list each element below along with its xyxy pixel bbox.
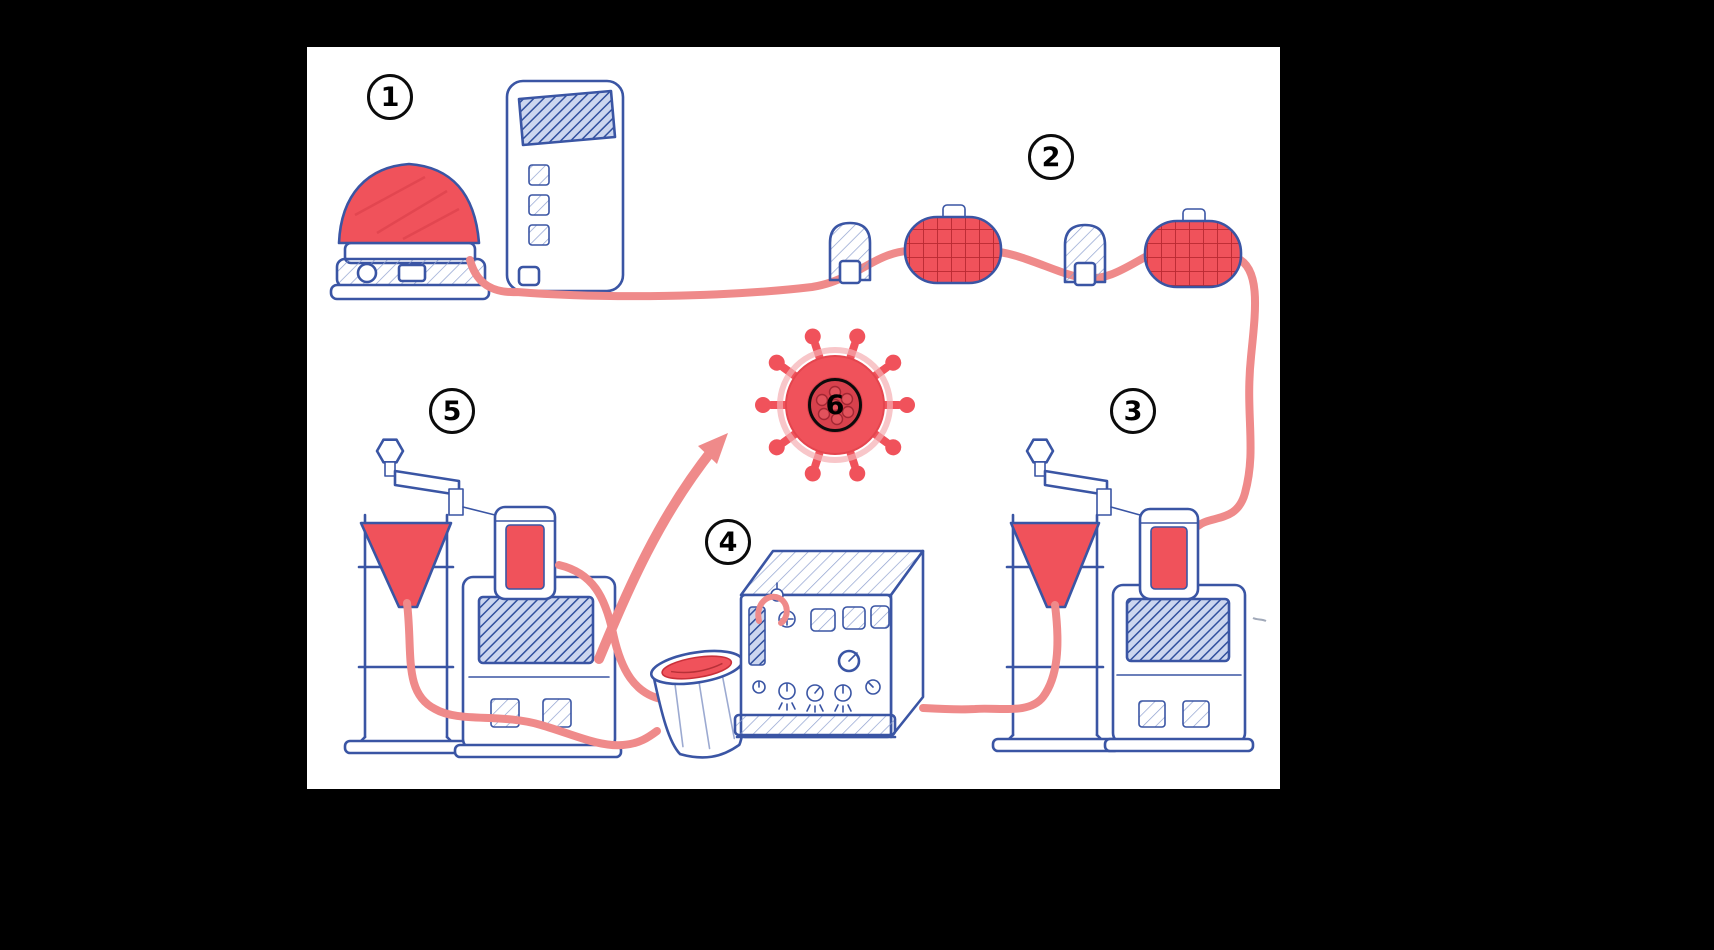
bucket-red-fill — [661, 655, 733, 680]
purification-skid-right — [991, 438, 1255, 753]
pump-unit-2 — [1063, 223, 1107, 287]
step-badge-4: 4 — [705, 519, 751, 565]
filter-capsule-1 — [903, 204, 1003, 285]
stray-mark — [1252, 617, 1267, 622]
red-funnel-right — [1009, 521, 1101, 609]
skid-screen-right — [1125, 597, 1231, 663]
filter-capsule-2 — [1143, 208, 1243, 289]
tall-column-device — [505, 79, 625, 293]
step-badge-5: 5 — [429, 388, 475, 434]
step-badge-2: 2 — [1028, 134, 1074, 180]
process-diagram-sketch — [329, 79, 1267, 759]
pump-unit-1 — [828, 221, 872, 285]
skid-screen-left — [477, 595, 595, 665]
harvest-machine — [329, 162, 491, 301]
process-tube-right-down — [919, 601, 1062, 714]
box-inlet-tube — [755, 593, 790, 626]
diagram-canvas: 1 2 3 4 5 6 — [307, 47, 1280, 789]
red-funnel-left — [359, 521, 453, 609]
stir-nut-right — [1025, 438, 1055, 464]
control-instrument — [733, 549, 925, 739]
step-badge-1: 1 — [367, 74, 413, 120]
stir-nut-left — [375, 438, 405, 464]
step-badge-3: 3 — [1110, 388, 1156, 434]
process-tube-left-down — [403, 599, 661, 750]
purification-skid-left — [343, 438, 623, 759]
collection-bucket — [649, 649, 745, 759]
device-screen — [517, 89, 617, 147]
red-dome — [337, 162, 481, 245]
step-badge-6: 6 — [808, 378, 862, 432]
arrow-to-virus — [594, 433, 728, 664]
